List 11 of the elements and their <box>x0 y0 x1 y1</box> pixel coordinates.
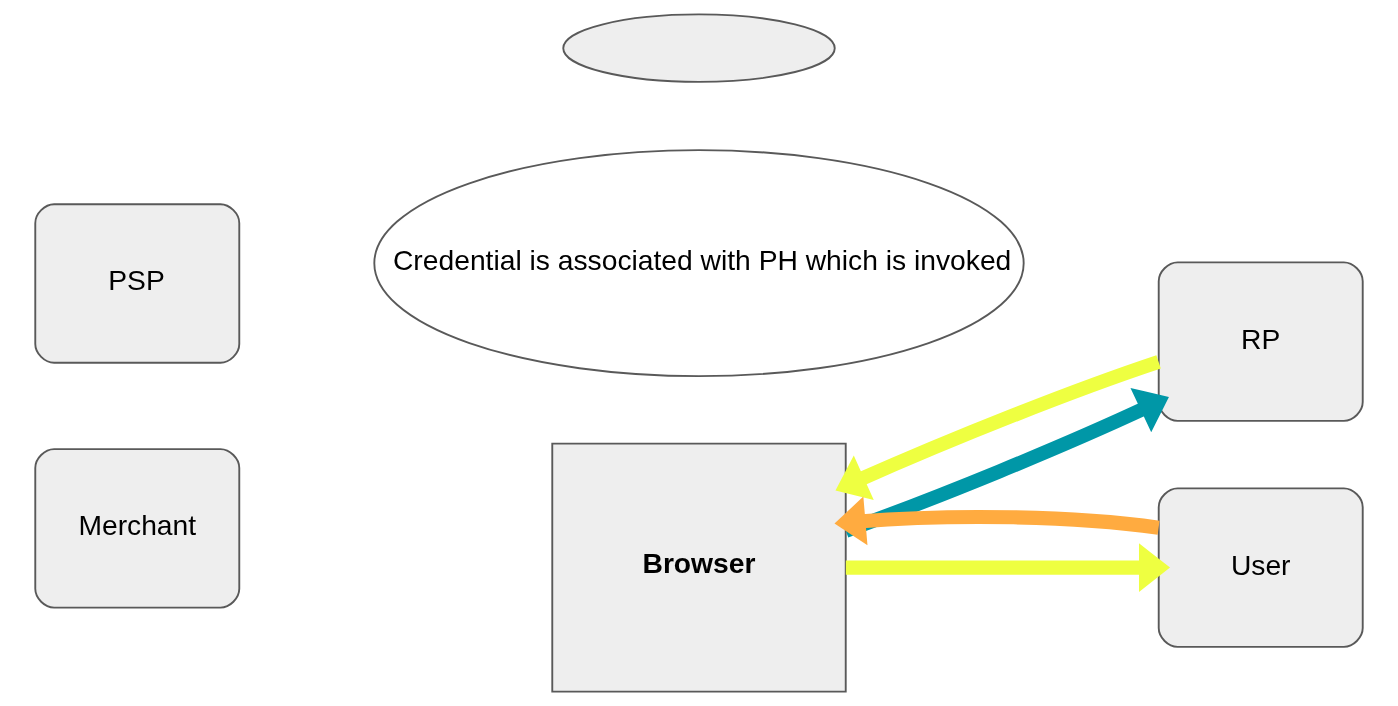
node-box: PSP <box>34 203 241 364</box>
node-cloud <box>562 13 836 83</box>
node-box: RP <box>1157 261 1364 422</box>
arrow <box>835 355 1161 501</box>
node-box: Browser <box>551 442 847 693</box>
node-ellipse: Credential is associated with PH which is invoked <box>373 149 1025 378</box>
arrow <box>843 388 1169 538</box>
arrow <box>845 543 1171 592</box>
node-box: Merchant <box>34 448 241 609</box>
node-box: User <box>1157 487 1364 648</box>
arrow <box>834 496 1160 546</box>
